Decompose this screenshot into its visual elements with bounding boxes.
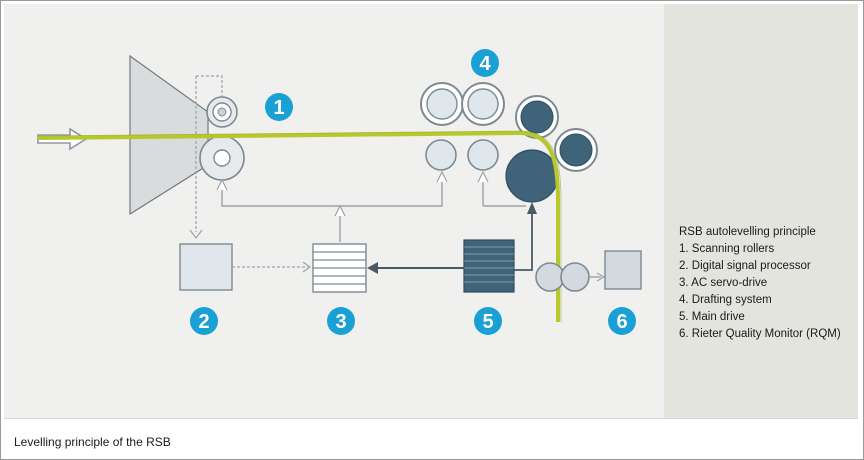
delivery-rollers [535,262,590,292]
badge-3: 3 [327,307,355,335]
badge-2-number: 2 [198,311,209,333]
legend: RSB autolevelling principle 1. Scanning … [679,224,841,343]
badge-2: 2 [190,307,218,335]
badge-6-number: 6 [616,311,627,333]
main-drive-arrowhead [527,202,537,214]
legend-item-rieter-quality-monitor: 6. Rieter Quality Monitor (RQM) [679,328,841,340]
badge-3-number: 3 [335,311,346,333]
legend-panel [664,4,858,418]
badge-4-number: 4 [479,53,491,75]
main-drive-to-servo-arrowhead [367,262,378,274]
badge-4: 4 [471,49,499,77]
digital-signal-processor-box [179,243,233,291]
dsp-arrowhead [302,261,312,273]
ac-servo-drive-box [312,243,367,293]
sliver-path [37,130,560,322]
legend-item-scanning-rollers: 1. Scanning rollers [679,243,775,255]
servo-control-lines [221,172,526,242]
badge-1-number: 1 [273,97,284,119]
scan-signal-line [195,75,223,232]
sliver-outline [37,130,562,322]
rieter-quality-monitor-box [604,250,642,290]
badge-1: 1 [265,93,293,121]
badge-6: 6 [608,307,636,335]
legend-item-ac-servo-drive: 3. AC servo-drive [679,277,768,289]
figure-caption: Levelling principle of the RSB [14,435,171,449]
badge-5-number: 5 [482,311,493,333]
servo-arrowheads [216,170,489,217]
badge-5: 5 [474,307,502,335]
legend-item-main-drive: 5. Main drive [679,311,745,323]
legend-title: RSB autolevelling principle [679,226,816,238]
main-drive-line [514,212,533,271]
caption-bar: Levelling principle of the RSB [4,418,858,457]
main-drive-box [463,239,515,293]
drafting-system [420,82,598,203]
legend-item-drafting-system: 4. Drafting system [679,294,772,306]
diagram-area [4,4,664,418]
legend-item-digital-signal-processor: 2. Digital signal processor [679,260,811,272]
scan-signal-arrowhead [189,229,203,239]
rqm-arrowhead [596,272,606,282]
